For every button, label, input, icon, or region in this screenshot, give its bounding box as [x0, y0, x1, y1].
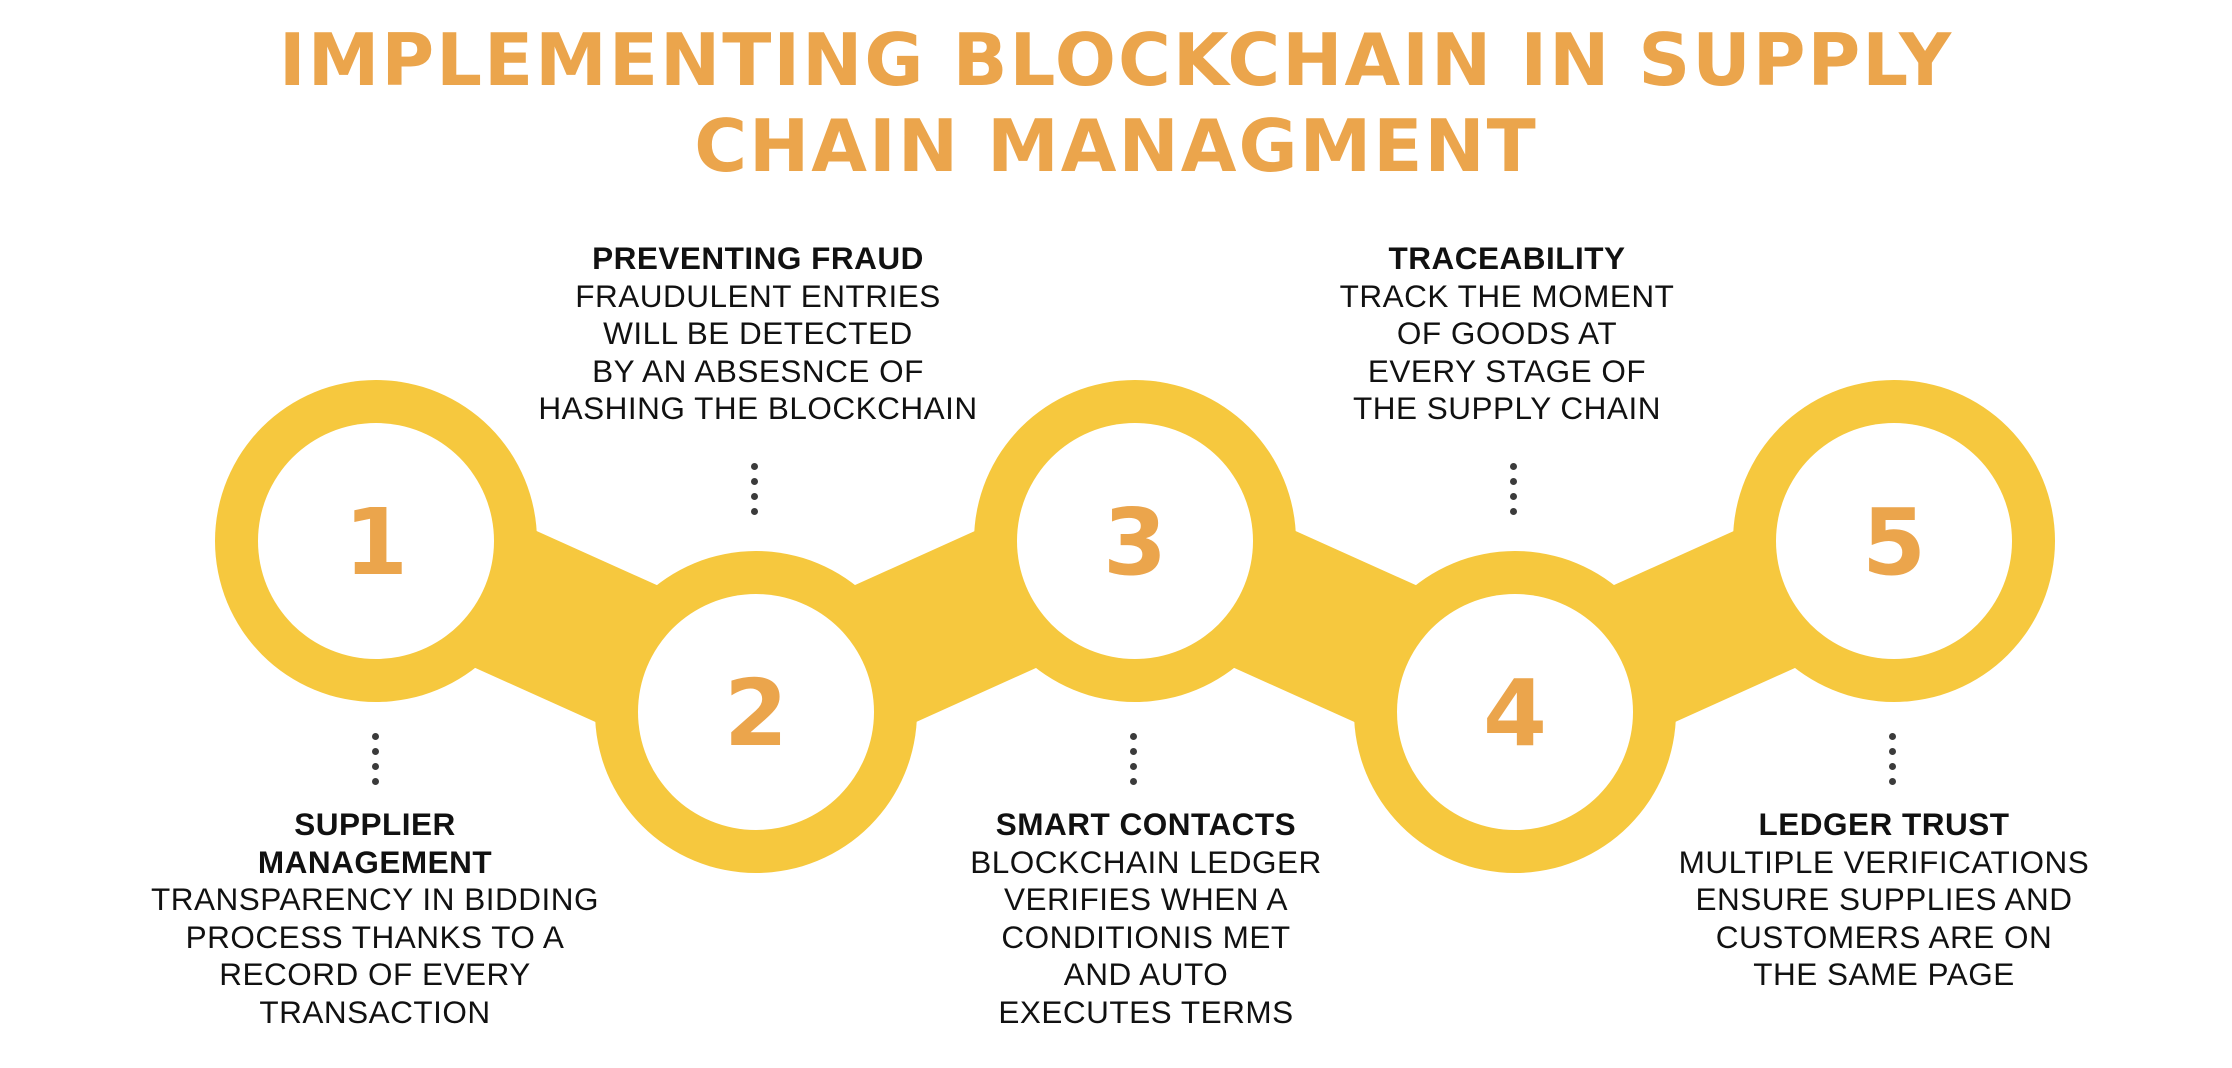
step-1-body-line-4: TRANSACTION: [259, 993, 491, 1030]
step-number-4: 4: [1483, 660, 1547, 767]
connector-dot: [1510, 508, 1517, 515]
step-3-body-line-5: EXECUTES TERMS: [998, 993, 1294, 1030]
step-number-3: 3: [1103, 489, 1167, 596]
step-2-body-line-1: FRAUDULENT ENTRIES: [575, 277, 941, 314]
connector-dot: [751, 478, 758, 485]
connector-dot: [1889, 733, 1896, 740]
connector-dot: [1889, 778, 1896, 785]
connector-dot: [1130, 748, 1137, 755]
step-1-body-line-2: PROCESS THANKS TO A: [185, 918, 565, 955]
step-1-heading-line-1: SUPPLIER: [294, 806, 456, 842]
step-5-body-line-4: THE SAME PAGE: [1753, 956, 2015, 992]
step-4-body-line-3: EVERY STAGE OF: [1367, 352, 1647, 389]
step-ring-center-4: [1397, 594, 1633, 830]
step-3-heading-line-1: SMART CONTACTS: [995, 806, 1297, 842]
step-5-heading-line-1: LEDGER TRUST: [1758, 806, 2010, 842]
step-1-heading-line-2: MANAGEMENT: [257, 843, 493, 880]
step-ring-center-3: [1017, 423, 1253, 659]
step-3-body-line-1: BLOCKCHAIN LEDGER: [970, 843, 1322, 880]
step-2-body-line-2: WILL BE DETECTED: [603, 315, 913, 351]
connector-dot: [751, 508, 758, 515]
connector-dot: [751, 463, 758, 470]
step-2-heading-line-1: PREVENTING FRAUD: [592, 240, 924, 276]
step-1-body-line-1: TRANSPARENCY IN BIDDING: [151, 881, 599, 917]
step-number-1: 1: [344, 489, 408, 596]
step-2-text: PREVENTING FRAUD FRAUDULENT ENTRIES WILL…: [478, 240, 1038, 428]
step-5-body-line-2: ENSURE SUPPLIES AND: [1695, 881, 2073, 917]
connector-dot: [1510, 478, 1517, 485]
step-number-5: 5: [1862, 489, 1926, 596]
connector-dot: [1130, 778, 1137, 785]
step-3-body-line-3: CONDITIONIS MET: [1001, 918, 1291, 955]
step-5-text: LEDGER TRUST MULTIPLE VERIFICATIONS ENSU…: [1604, 806, 2164, 994]
step-2-body-line-3: BY AN ABSESNCE OF: [592, 352, 924, 389]
connector-dot: [372, 778, 379, 785]
step-5-body-line-1: MULTIPLE VERIFICATIONS: [1678, 843, 2090, 880]
connector-dot: [1510, 493, 1517, 500]
connector-dot: [372, 748, 379, 755]
step-4-body-line-4: THE SUPPLY CHAIN: [1353, 390, 1661, 426]
step-numbers: 1 2 3 4 5: [344, 489, 1926, 767]
step-3-body-line-2: VERIFIES WHEN A: [1003, 881, 1289, 917]
connector-dot: [1130, 763, 1137, 770]
connector-dot: [372, 763, 379, 770]
step-4-body-line-1: TRACK THE MOMENT: [1339, 277, 1675, 314]
step-3-text: SMART CONTACTS BLOCKCHAIN LEDGER VERIFIE…: [866, 806, 1426, 1031]
connector-dot: [1510, 463, 1517, 470]
step-1-text: SUPPLIER MANAGEMENT TRANSPARENCY IN BIDD…: [95, 806, 655, 1031]
step-ring-center-1: [258, 423, 494, 659]
step-4-text: TRACEABILITY TRACK THE MOMENT OF GOODS A…: [1227, 240, 1787, 428]
chain-holes: [258, 423, 2012, 830]
step-ring-center-2: [638, 594, 874, 830]
infographic-title-line-1: IMPLEMENTING BLOCKCHAIN IN SUPPLY: [278, 18, 1954, 102]
infographic-title-line-2: CHAIN MANAGMENT: [694, 104, 1538, 188]
connector-dot: [1130, 733, 1137, 740]
connector-dot: [372, 733, 379, 740]
step-ring-center-5: [1776, 423, 2012, 659]
connector-dot: [751, 493, 758, 500]
step-number-2: 2: [724, 660, 788, 767]
step-4-body-line-2: OF GOODS AT: [1396, 315, 1618, 351]
step-5-body-line-3: CUSTOMERS ARE ON: [1715, 918, 2053, 955]
connector-dot: [1889, 763, 1896, 770]
step-2-body-line-4: HASHING THE BLOCKCHAIN: [538, 390, 978, 426]
step-3-body-line-4: AND AUTO: [1063, 956, 1229, 992]
step-4-heading-line-1: TRACEABILITY: [1388, 240, 1626, 276]
connector-dot: [1889, 748, 1896, 755]
step-1-body-line-3: RECORD OF EVERY: [219, 956, 531, 992]
